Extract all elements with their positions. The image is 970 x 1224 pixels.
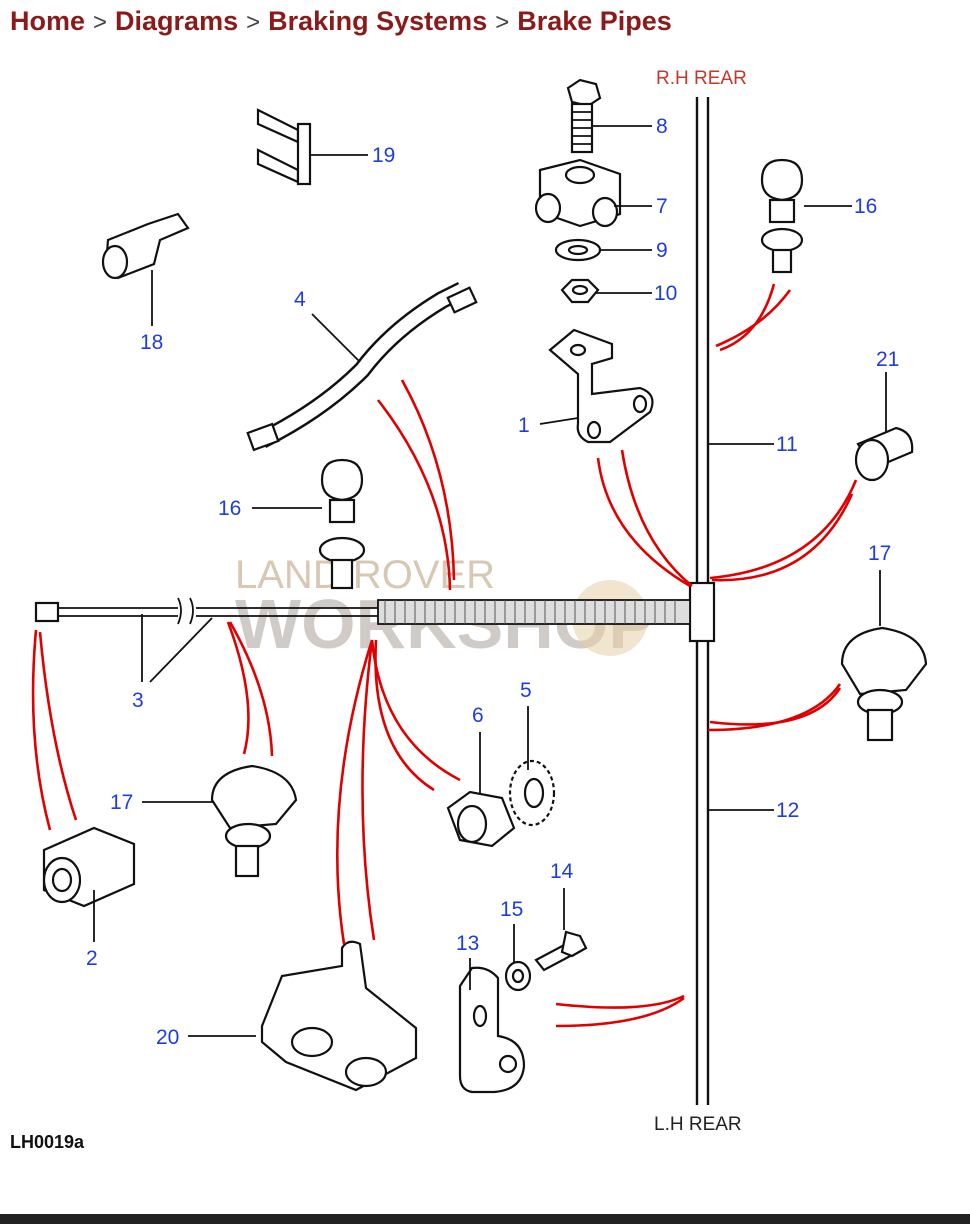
callout-17[interactable]: 17 <box>110 791 133 814</box>
callout-21[interactable]: 20 <box>156 1026 179 1049</box>
callout-labels: 8 7 9 10 1 11 12 16 19 18 4 16 3 21 17 1… <box>86 115 899 1049</box>
vertical-pipe-assembly <box>688 97 716 1105</box>
part-18-double-clip[interactable] <box>840 626 928 742</box>
part-19-adaptor[interactable] <box>101 212 190 280</box>
breadcrumb-separator: > <box>93 9 108 36</box>
callout-18[interactable]: 17 <box>868 542 891 565</box>
leader-lines <box>93 125 887 1037</box>
callout-12[interactable]: 12 <box>776 799 799 822</box>
pipe-3[interactable] <box>34 597 691 625</box>
callout-9[interactable]: 9 <box>656 239 668 262</box>
callout-19[interactable]: 18 <box>140 331 163 354</box>
callout-11[interactable]: 11 <box>776 433 798 456</box>
watermark-line1: LAND ROVER <box>235 553 495 597</box>
breadcrumb-braking-systems-link[interactable]: Braking Systems <box>268 6 488 36</box>
bottom-bar <box>0 1214 970 1224</box>
part-15-washer[interactable] <box>504 960 532 992</box>
lh-rear-label: L.H REAR <box>654 1114 742 1135</box>
part-16-clip-right[interactable] <box>760 158 804 274</box>
breadcrumb-current-page: Brake Pipes <box>517 6 672 36</box>
callout-3[interactable]: 3 <box>132 689 144 712</box>
part-7-tee-fitting[interactable] <box>534 158 622 228</box>
part-5-lock-washer[interactable] <box>508 759 556 827</box>
callout-4[interactable]: 4 <box>294 288 306 311</box>
rh-rear-label: R.H REAR <box>656 68 747 89</box>
part-22-spacer[interactable] <box>854 426 914 482</box>
part-21-bracket[interactable] <box>260 940 418 1092</box>
callout-16-left[interactable]: 16 <box>218 497 241 520</box>
breadcrumb-separator: > <box>246 9 261 36</box>
callout-8[interactable]: 8 <box>656 115 668 138</box>
part-6-nut[interactable] <box>446 790 516 848</box>
callout-20[interactable]: 19 <box>372 144 395 167</box>
callout-10[interactable]: 10 <box>654 282 677 305</box>
callout-2[interactable]: 2 <box>86 947 98 970</box>
callout-1[interactable]: 1 <box>518 414 530 437</box>
part-14-bolt[interactable] <box>534 930 588 972</box>
callout-7[interactable]: 7 <box>656 195 668 218</box>
breadcrumb-home-link[interactable]: Home <box>10 6 86 36</box>
part-4-flexible-hose[interactable] <box>246 281 478 452</box>
part-9-washer[interactable] <box>554 238 602 262</box>
part-10-nut[interactable] <box>560 278 600 304</box>
callout-5[interactable]: 5 <box>520 679 532 702</box>
callout-13[interactable]: 13 <box>456 932 479 955</box>
callout-16-right[interactable]: 16 <box>854 195 877 218</box>
callout-22[interactable]: 21 <box>876 348 899 371</box>
part-1-bracket[interactable] <box>548 328 654 444</box>
part-13-p-clip[interactable] <box>458 966 526 1094</box>
callout-6[interactable]: 6 <box>472 704 484 727</box>
part-2-union-nut[interactable] <box>42 826 136 908</box>
brake-pipes-diagram: LAND ROVER WORKSHOP <box>10 68 928 1152</box>
breadcrumb-separator: > <box>495 9 510 36</box>
part-16-clip-left[interactable] <box>318 458 366 590</box>
linkage-lines <box>31 283 858 1028</box>
callout-14[interactable]: 14 <box>550 860 574 883</box>
callout-15[interactable]: 15 <box>500 898 523 921</box>
diagram-code: LH0019a <box>10 1132 85 1152</box>
part-20-clip[interactable] <box>256 108 312 186</box>
part-17-double-clip[interactable] <box>210 764 298 878</box>
breadcrumb: Home > Diagrams > Braking Systems > Brake Pipe… <box>10 6 672 37</box>
breadcrumb-diagrams-link[interactable]: Diagrams <box>115 6 239 36</box>
part-8-bolt[interactable] <box>566 78 602 154</box>
